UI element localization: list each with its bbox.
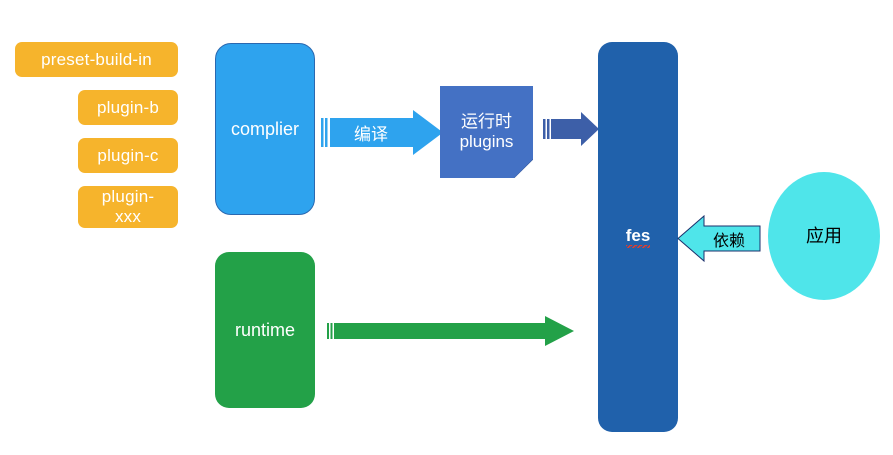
node-plugin-xxx-label: plugin- xxx	[102, 187, 154, 226]
node-plugin-xxx-label-line1: plugin-	[101, 187, 155, 207]
node-runtime-plugins[interactable]: 运行时 plugins	[440, 86, 533, 178]
node-runtime-plugins-label-line1: 运行时	[461, 112, 512, 132]
node-runtime-label: runtime	[234, 319, 296, 340]
node-plugin-b-label: plugin-b	[96, 97, 160, 117]
node-complier[interactable]: complier	[215, 43, 315, 215]
node-complier-label: complier	[230, 118, 300, 139]
node-app-label: 应用	[806, 225, 842, 246]
node-fes[interactable]: fes	[598, 42, 678, 432]
node-fes-label: fes	[625, 226, 651, 248]
arrow-plugins-to-fes[interactable]	[543, 112, 599, 146]
node-preset-build-in-label: preset-build-in	[41, 49, 152, 69]
node-plugin-xxx-label-line2: xxx	[114, 207, 142, 226]
arrow-runtime-to-fes[interactable]	[327, 316, 574, 346]
folded-corner-icon	[514, 159, 533, 178]
arrow-depend[interactable]: 依赖	[677, 214, 761, 263]
node-runtime[interactable]: runtime	[215, 252, 315, 408]
node-preset-build-in[interactable]: preset-build-in	[15, 42, 178, 77]
node-plugin-c-label: plugin-c	[97, 145, 159, 165]
node-app[interactable]: 应用	[768, 172, 880, 300]
node-plugin-c[interactable]: plugin-c	[78, 138, 178, 173]
node-plugin-xxx[interactable]: plugin- xxx	[78, 186, 178, 228]
arrow-compile[interactable]: 编译	[321, 110, 443, 155]
node-runtime-plugins-label-line2: plugins	[459, 132, 514, 151]
node-plugin-b[interactable]: plugin-b	[78, 90, 178, 125]
